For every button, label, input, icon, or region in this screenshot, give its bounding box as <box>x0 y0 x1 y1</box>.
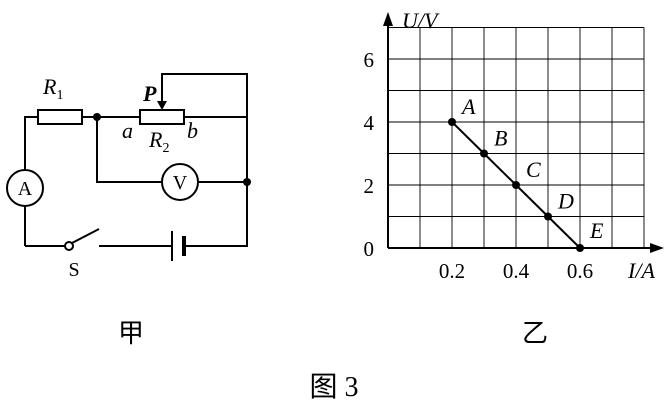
x-tick-label: 0.2 <box>439 259 465 283</box>
ammeter <box>6 169 44 207</box>
circuit-caption: 甲 <box>118 319 144 348</box>
wire-left-top <box>24 116 38 170</box>
x-axis-label: I/A <box>627 258 655 283</box>
junction-dot-left <box>93 113 101 121</box>
rheostat-r2 <box>139 109 185 125</box>
junction-dot-right <box>243 178 251 186</box>
axes <box>383 12 664 253</box>
x-axis-label-text: I/A <box>627 258 655 283</box>
data-point-e <box>576 244 584 252</box>
data-point-a <box>448 118 456 126</box>
point-label-c: C <box>526 157 541 182</box>
data-point-c <box>512 181 520 189</box>
y-tick-label: 2 <box>364 174 375 198</box>
r2-subscript: 2 <box>162 141 169 156</box>
tick-labels: 0.2 0.4 0.6 0 2 4 6 <box>364 48 594 283</box>
point-label-a: A <box>460 94 476 119</box>
resistor-r1 <box>37 109 83 125</box>
end-b-label: b <box>187 118 198 143</box>
y-axis-label-text: U/V <box>402 8 440 33</box>
y-axis-label: U/V <box>402 8 440 33</box>
y-tick-label: 0 <box>364 237 375 261</box>
y-tick-label: 6 <box>364 48 375 72</box>
x-tick-label: 0.4 <box>503 259 530 283</box>
grid <box>388 27 645 248</box>
wire-slider-loop <box>161 73 248 247</box>
slider-arrow-icon <box>157 101 167 110</box>
slider-label: P <box>142 81 157 106</box>
point-label-b: B <box>494 126 507 151</box>
voltmeter <box>161 163 199 201</box>
point-label-d: D <box>557 189 574 214</box>
end-a-label: a <box>122 118 133 143</box>
switch-label: S <box>68 259 79 281</box>
wire-node-down-to-voltmeter <box>96 117 162 183</box>
r1-label: R1 <box>42 74 63 103</box>
data-point-d <box>544 212 552 221</box>
circuit-diagram: A V S R1 P a b R2 甲 <box>6 73 251 348</box>
data-point-b <box>480 149 488 158</box>
x-tick-label: 0.6 <box>567 259 593 283</box>
y-axis-arrow-icon <box>383 12 393 26</box>
ammeter-label: A <box>18 178 33 200</box>
y-tick-label: 4 <box>364 111 375 135</box>
switch-pivot <box>64 241 74 251</box>
switch-blade <box>71 228 100 244</box>
voltmeter-label: V <box>173 172 188 194</box>
graph-caption: 乙 <box>522 319 548 348</box>
r2-label: R2 <box>148 127 169 156</box>
r1-subscript: 1 <box>56 88 63 103</box>
x-axis-arrow-icon <box>650 243 664 253</box>
figure-caption: 图 3 <box>309 372 358 403</box>
point-label-e: E <box>589 218 604 243</box>
